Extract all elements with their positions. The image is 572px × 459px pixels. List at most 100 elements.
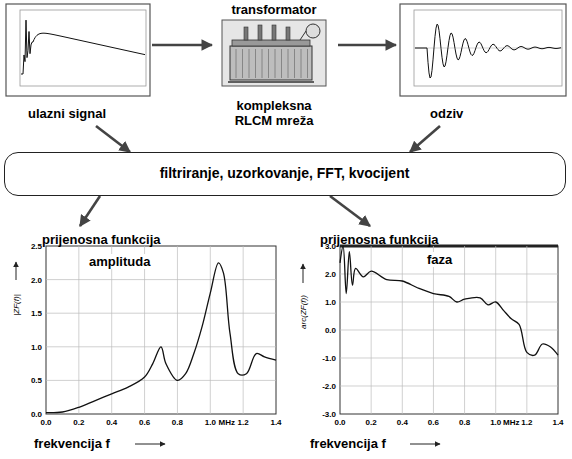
process-box: filtriranje, uzorkovanje, FFT, kvocijent	[4, 152, 566, 196]
grid-line	[433, 246, 434, 414]
tick-label: 0.8	[172, 418, 183, 427]
tick-label: MHz	[218, 418, 234, 427]
radiator-fin	[255, 49, 256, 78]
node-label: faza	[425, 252, 454, 267]
axis-arrow	[303, 264, 304, 283]
axis-label: arc(ZF(f))	[299, 295, 308, 329]
tick-label: 0.0	[334, 418, 345, 427]
axis-arrow	[135, 444, 165, 445]
tick-label: 2.0	[31, 275, 42, 284]
transformer-box: transformator kompleksna RLCM mreža	[212, 0, 338, 134]
tick-label: 1.2	[521, 418, 532, 427]
radiator-fin	[249, 49, 250, 78]
radiator-fin	[268, 49, 269, 78]
node-label: prijenosna funkcija	[320, 232, 438, 247]
node-label: kompleksna RLCM mreža	[219, 98, 329, 128]
tick-label: 0.5	[31, 376, 42, 385]
grid-line	[340, 386, 558, 387]
phase-chart	[340, 246, 558, 414]
tick-label: 0.8	[459, 418, 470, 427]
tick-label: 2.0	[325, 270, 336, 279]
radiator-fin	[294, 49, 295, 78]
tick-label: 0.4	[397, 418, 408, 427]
node-label: odziv	[430, 106, 463, 121]
grid-line	[340, 274, 558, 275]
flow-arrow	[96, 126, 130, 152]
grid-line	[243, 246, 244, 414]
tick-label: 0.2	[366, 418, 377, 427]
tick-label: 0.6	[139, 418, 150, 427]
radiator-fin	[275, 49, 276, 78]
input-chart	[6, 4, 150, 96]
response-waveform	[415, 24, 561, 78]
tick-label: 0.0	[40, 418, 51, 427]
tick-label: 1.0	[31, 342, 42, 351]
tick-label: 1.4	[270, 418, 281, 427]
node-label: prijenosna funkcija	[42, 232, 160, 247]
tick-label: 1.0	[205, 418, 216, 427]
amplitude-curve	[46, 263, 276, 413]
tick-label: 3.0	[325, 242, 336, 251]
input-waveform	[21, 20, 145, 74]
grid-line	[177, 246, 178, 414]
tick-label: 0.6	[428, 418, 439, 427]
tick-label: 0.0	[31, 410, 42, 419]
tick-label: 1.2	[238, 418, 249, 427]
tick-label: 0.2	[73, 418, 84, 427]
signal-chart: ulazni signal	[4, 2, 152, 126]
radiator-fin	[281, 49, 282, 78]
tick-label: 1.5	[31, 309, 42, 318]
transformer-picture	[222, 20, 326, 86]
signal-chart: odziv	[396, 2, 568, 126]
axis-label: |ZF(f)|	[12, 294, 21, 315]
amplitude-chart	[46, 246, 276, 414]
grid-line	[210, 246, 211, 414]
phase-curve	[340, 246, 558, 355]
grid-line	[340, 302, 558, 303]
tick-label: -3.0	[322, 410, 336, 419]
tick-label: -2.0	[322, 382, 336, 391]
axis-arrow	[410, 444, 440, 445]
radiator-fin	[288, 49, 289, 78]
grid-line	[464, 246, 465, 414]
grid-line	[340, 358, 558, 359]
tick-label: 0.4	[106, 418, 117, 427]
tick-label: 2.5	[31, 242, 42, 251]
tick-label: -1.0	[322, 354, 336, 363]
tick-label: 0.0	[325, 326, 336, 335]
radiator-fin	[236, 49, 237, 78]
radiator-fin	[301, 49, 302, 78]
flow-arrow	[152, 44, 212, 47]
grid-line	[402, 246, 403, 414]
grid-line	[144, 246, 145, 414]
node-label: transformator	[212, 2, 336, 17]
tick-label: 1.0	[325, 298, 336, 307]
tick-label: 1.0	[490, 418, 501, 427]
flow-arrow	[330, 196, 370, 226]
grid-line	[46, 279, 276, 280]
node-label: frekvencija f	[310, 436, 386, 451]
node-label: filtriranje, uzorkovanje, FFT, kvocijent	[5, 166, 564, 181]
radiator-fin	[242, 49, 243, 78]
grid-line	[526, 246, 527, 414]
tick-label: 1.4	[552, 418, 563, 427]
node-label: amplituda	[87, 254, 152, 269]
flow-arrow	[80, 196, 100, 226]
grid-line	[46, 380, 276, 381]
radiator-fin	[307, 49, 308, 78]
flow-arrow	[338, 44, 396, 47]
axis-arrow	[16, 262, 17, 280]
node-label: frekvencija f	[34, 436, 110, 451]
grid-line	[495, 246, 496, 414]
flow-arrow	[410, 126, 440, 152]
response-chart	[400, 4, 566, 96]
grid-line	[78, 246, 79, 414]
node-label: ulazni signal	[28, 106, 106, 121]
grid-line	[340, 330, 558, 331]
radiator-fin	[262, 49, 263, 78]
tick-label: MHz	[503, 418, 519, 427]
grid-line	[111, 246, 112, 414]
